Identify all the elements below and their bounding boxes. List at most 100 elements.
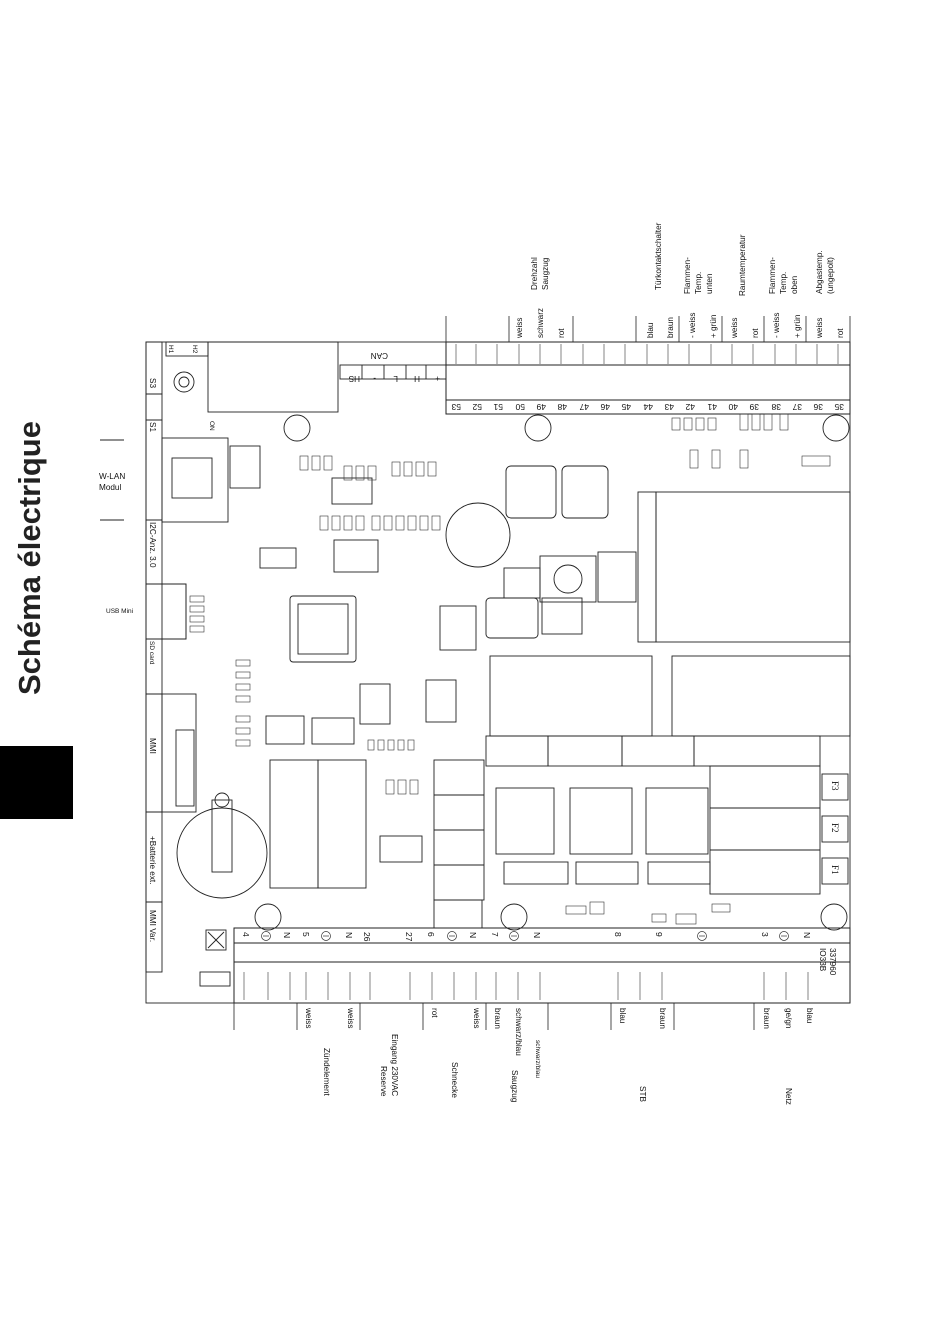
top-terminal: 37 (792, 402, 802, 412)
top-terminal: 44 (643, 402, 653, 412)
can-plus: + (435, 374, 440, 383)
s3-label: S3 (148, 378, 157, 388)
signal-flammen-unten-3: unten (705, 273, 714, 294)
bottom-terminal: 5 (301, 932, 311, 937)
top-terminal: 49 (536, 402, 546, 412)
bottom-wire: blau (805, 1008, 814, 1024)
signal-tuerkontakt: Türkontaktschalter (654, 222, 663, 290)
bottom-wire: blau (618, 1008, 627, 1024)
top-wire: - weiss (772, 313, 781, 338)
schwarzblau-note: schwarz/blau (534, 1040, 541, 1078)
bottom-terminal: 9 (654, 932, 664, 937)
top-terminal: 43 (664, 402, 674, 412)
can-hs: HS (348, 374, 360, 383)
mmi-label: MMI (148, 738, 157, 754)
bottom-wire: braun (493, 1008, 502, 1029)
bottom-terminal: 8 (613, 932, 623, 937)
top-wire: rot (836, 328, 845, 338)
i2c-label: I2C-Anz. 3.0 (148, 522, 157, 568)
wlan-label-line2: Modul (99, 483, 121, 492)
signal-saugzug: Saugzug (510, 1070, 519, 1103)
top-terminal: 47 (579, 402, 589, 412)
top-terminal: 46 (600, 402, 610, 412)
signal-stb: STB (638, 1086, 647, 1102)
top-wire: schwarz (536, 308, 545, 338)
top-terminal: 48 (557, 402, 567, 412)
top-terminal: 52 (472, 402, 482, 412)
bottom-wire: weiss (304, 1007, 313, 1028)
signal-netz: Netz (784, 1088, 793, 1105)
top-terminal: 39 (749, 402, 759, 412)
bottom-signal-names: Zündelement Reserve Eingang 230VAC Schne… (322, 1034, 793, 1105)
fuse-f2: F2 (830, 823, 840, 833)
bottom-terminal: 26 (362, 932, 372, 942)
signal-flammen-unten-1: Flammen- (683, 257, 692, 294)
signal-abgastemp-1: Abgastemp. (815, 250, 824, 294)
fuse-f3: F3 (830, 781, 840, 791)
signal-abgastemp-2: (ungepolt) (826, 257, 835, 294)
top-signal-names: Drehzahl Saugzug Türkontaktschalter Flam… (530, 222, 835, 296)
bottom-wire: ge/gn (784, 1008, 793, 1029)
top-wire: weiss (730, 318, 739, 339)
bottom-wire: braun (762, 1008, 771, 1029)
bottom-wire: weiss (472, 1007, 481, 1028)
top-terminal-numbers: 53 52 51 50 49 48 47 46 45 44 43 42 41 4… (451, 402, 844, 412)
bottom-wire: weiss (346, 1007, 355, 1028)
signal-drehzahl-2: Saugzug (541, 257, 550, 290)
wlan-label-line1: W-LAN (99, 472, 125, 481)
top-wire: weiss (515, 318, 524, 339)
top-terminal: 36 (813, 402, 823, 412)
signal-drehzahl-1: Drehzahl (530, 257, 539, 290)
bottom-terminal-numbers: 4 N 5 N 26 27 6 N 7 N 8 9 3 N (241, 932, 812, 942)
bottom-terminal: 3 (760, 932, 770, 937)
top-terminal: 40 (728, 402, 738, 412)
bottom-terminal: N (344, 932, 354, 938)
top-terminal: 53 (451, 402, 461, 412)
top-wire: blau (646, 322, 655, 338)
top-wire: + grün (709, 314, 718, 338)
sd-label: SD card (148, 641, 155, 665)
top-terminal: 38 (771, 402, 781, 412)
board-number: 337960 (828, 948, 837, 976)
can-l: L (393, 374, 398, 383)
bottom-terminal: 6 (426, 932, 436, 937)
signal-schnecke: Schnecke (450, 1062, 459, 1098)
signal-flammen-unten-2: Temp. (694, 272, 703, 294)
bottom-terminal: 4 (241, 932, 251, 937)
top-wire-colors: weiss schwarz rot blau braun - weiss + g… (515, 308, 845, 339)
can-label: CAN (371, 351, 388, 360)
board-outline (145, 341, 851, 1004)
h2-label: H2 (191, 345, 198, 354)
h1-label: H1 (167, 345, 174, 354)
signal-reserve-1: Reserve (379, 1066, 388, 1097)
top-wire: + grün (793, 314, 802, 338)
signal-flammen-oben-1: Flammen- (768, 257, 777, 294)
mmi-var-label: MMI Var. (148, 910, 157, 942)
top-terminal: 42 (685, 402, 695, 412)
fuse-f1: F1 (830, 865, 840, 875)
bottom-wire: braun (658, 1008, 667, 1029)
bottom-terminal: N (532, 932, 542, 938)
top-terminal: 41 (707, 402, 717, 412)
top-wire: - weiss (688, 313, 697, 338)
bottom-wire: rot (430, 1008, 439, 1018)
bottom-wire-colors: weiss weiss rot weiss braun schwarz/blau… (304, 1007, 814, 1056)
signal-zuendelement: Zündelement (322, 1048, 331, 1097)
bottom-terminal: N (282, 932, 292, 938)
signal-flammen-oben-3: oben (790, 275, 799, 294)
signal-flammen-oben-2: Temp. (779, 272, 788, 294)
bottom-terminal: N (468, 932, 478, 938)
section-tab-marker (0, 746, 73, 819)
on-label: ON (208, 421, 215, 431)
bottom-wire: schwarz/blau (514, 1008, 523, 1056)
signal-raumtemperatur: Raumtemperatur (738, 234, 747, 296)
bottom-terminal: 7 (490, 932, 500, 937)
top-terminal: 45 (621, 402, 631, 412)
s1-label: S1 (148, 422, 157, 432)
board-model: IO33B (818, 948, 827, 972)
battery-label: +Batterie ext. (148, 836, 157, 884)
signal-reserve-2: Eingang 230VAC (390, 1034, 399, 1096)
top-wire: rot (751, 328, 760, 338)
bottom-terminal: N (802, 932, 812, 938)
